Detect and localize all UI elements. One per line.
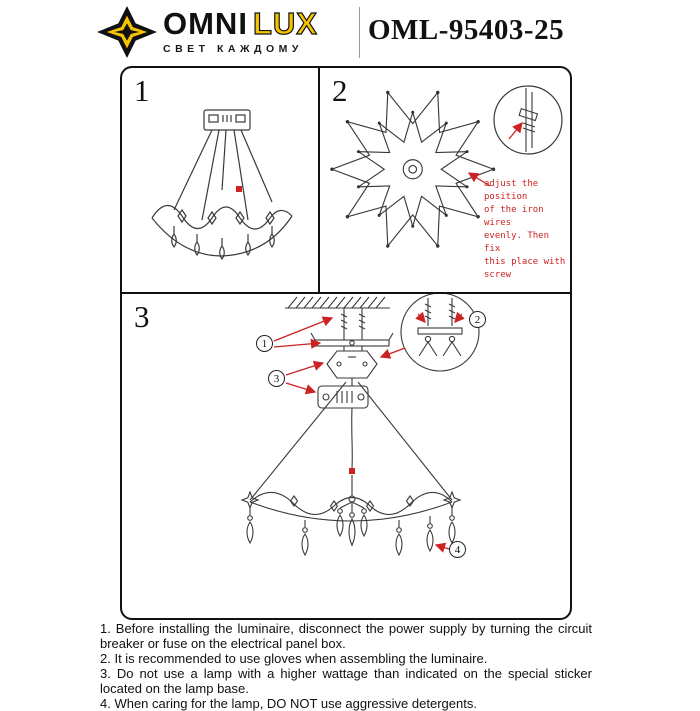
step1-drawing [151, 109, 293, 261]
step1-number: 1 [134, 73, 150, 108]
step2-panel: 2 [320, 68, 569, 292]
brand-tagline: СВЕТ КАЖДОМУ [163, 43, 303, 55]
instruction-4: 4. When caring for the lamp, DO NOT use … [100, 696, 477, 711]
omnilux-logo-icon [97, 5, 157, 59]
callout-3: 3 [268, 370, 285, 387]
panel-divider-vertical [318, 68, 320, 292]
brand-name-omni: OMNI [163, 6, 248, 41]
callout-2: 2 [469, 311, 486, 328]
safety-instructions: 1. Before installing the luminaire, disc… [100, 621, 592, 711]
callout-1: 1 [256, 335, 273, 352]
step2-drawing [330, 85, 563, 248]
callout-4: 4 [449, 541, 466, 558]
instruction-2: 2. It is recommended to use gloves when … [100, 651, 488, 666]
instruction-3: 3. Do not use a lamp with a higher watta… [100, 666, 592, 696]
header-divider [359, 7, 360, 58]
step1-panel: 1 [122, 68, 318, 292]
step3-panel: 3 [122, 294, 569, 617]
step3-drawing [241, 294, 480, 556]
step2-note: adjust the position of the iron wires ev… [484, 179, 566, 280]
step2-number: 2 [332, 73, 348, 108]
brand-name-lux: LUX [252, 6, 318, 41]
diagram-box: 1 [120, 66, 572, 620]
panel-divider-horizontal [122, 292, 570, 294]
instruction-1: 1. Before installing the luminaire, disc… [100, 621, 592, 651]
model-number: OML-95403-25 [368, 14, 565, 46]
step3-number: 3 [134, 299, 150, 334]
